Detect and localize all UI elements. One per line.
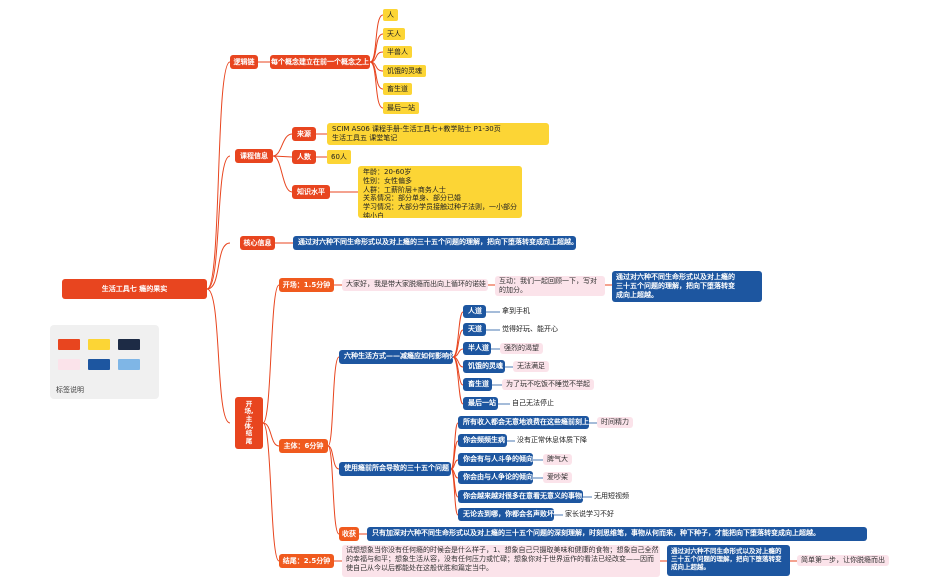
form-desc-2[interactable]: 觉得好玩、能开心 [502,325,558,333]
ending-summary-line-2: 三十五个问题的理解，把向下堕落转变 [671,555,782,564]
ending-line-3: 使自己从今以后都能处在这般优胜和篇定当中。 [346,563,493,572]
interaction-line-2: 的加分。 [499,285,527,294]
knowledge-line-2: 性别：女性偏多 [363,176,412,185]
questions-label[interactable]: 使用瘾前所会导致的三十五个问题 [339,462,451,476]
logic-level-3[interactable]: 半兽人 [383,46,412,58]
knowledge-level-label[interactable]: 知识水平 [292,185,330,199]
root-node[interactable]: 生活工具七 瘾的果实 [62,279,207,299]
question-node-6[interactable]: 无论去到哪，你都会名声败坏 [458,508,554,521]
people-label[interactable]: 人数 [292,150,316,164]
six-forms-label[interactable]: 六种生活方式——减瘾应如何影响你 [339,350,453,364]
form-node-6[interactable]: 最后一站 [463,397,498,410]
source-line-1: SCIM AS06 课程手册-生活工具七+教学贴士 P1-30页 [332,125,501,133]
logic-chain-label[interactable]: 逻辑链 [230,55,258,69]
ending-step[interactable]: 简单第一步，让你脱瘾而出 [797,555,889,566]
logic-chain-statement[interactable]: 每个概念建立在前一个概念之上 [270,55,370,69]
opening-summary-line-1: 通过对六种不同生命形式以及对上瘾的 [616,273,735,281]
legend-swatch-pink [58,359,80,370]
harvest-label[interactable]: 收获 [339,527,359,541]
people-value[interactable]: 60人 [327,150,351,164]
form-desc-5[interactable]: 为了玩不吃饭不睡觉不举起 [502,379,594,390]
opening-summary-line-3: 成向上超越。 [616,290,658,299]
legend-thumbnail[interactable] [50,325,159,399]
source-label[interactable]: 来源 [292,127,316,141]
ending-line-1: 试想想象当你没有任何瘾的时候会是什么样子，1、想象自己只摄取美味和健康的食物；想… [346,546,659,554]
question-note-1[interactable]: 时间精力 [597,417,633,428]
opening-summary[interactable]: 通过对六种不同生命形式以及对上瘾的 三十五个问题的理解，把向下堕落转变 成向上超… [612,271,762,302]
legend-swatch-yellow [88,339,110,350]
question-note-5[interactable]: 无用短视频 [594,492,629,500]
source-line-2: 生活工具五 课堂笔记 [332,133,398,142]
ending-label[interactable]: 结尾：2.5分钟 [279,554,334,568]
core-info-label[interactable]: 核心信息 [240,236,275,250]
form-node-2[interactable]: 天道 [463,323,486,336]
logic-level-2[interactable]: 天人 [383,28,405,40]
logic-level-6[interactable]: 最后一站 [383,102,419,114]
question-node-1[interactable]: 所有收入都会无意地浪费在这些瘾前刻上 [458,416,589,429]
legend-swatch-dark [118,339,140,350]
legend-caption: 标签说明 [56,386,84,394]
opening-interaction[interactable]: 互动：我们一起回顾一下，写对 的加分。 [495,276,605,296]
structure-char-6: 尾 [245,436,253,445]
course-info-label[interactable]: 课程信息 [235,149,273,163]
question-note-2[interactable]: 没有正常休息体质下降 [517,436,587,444]
structure-char-1: 开 [245,399,253,408]
knowledge-line-5: 学习情况：大部分学员接触过种子法则，一小部分纯小白 [363,203,517,218]
form-node-3[interactable]: 半人道 [463,342,491,355]
form-desc-3[interactable]: 强烈的渴望 [500,343,543,354]
ending-text[interactable]: 试想想象当你没有任何瘾的时候会是什么样子，1、想象自己只摄取美味和健康的食物；想… [342,545,660,577]
core-message[interactable]: 通过对六种不同生命形式以及对上瘾的三十五个问题的理解，把向下堕落转变成向上超越。 [293,236,576,250]
form-node-4[interactable]: 饥饿的灵魂 [463,360,505,373]
structure-char-3: 主 [245,414,253,423]
knowledge-line-4: 关系情况：部分单身、部分已婚 [363,194,461,203]
question-node-5[interactable]: 你会越来越对很多在意看无意义的事物上 [458,490,583,503]
body-label[interactable]: 主体：6分钟 [279,439,328,453]
ending-summary-line-1: 通过对六种不同生命形式以及对上瘾的 [671,547,782,555]
source-note[interactable]: SCIM AS06 课程手册-生活工具七+教学贴士 P1-30页 生活工具五 课… [327,123,549,145]
structure-char-2: 场, [244,407,254,416]
form-desc-4[interactable]: 无法满足 [513,361,549,372]
question-node-2[interactable]: 你会频频生病 [458,434,507,447]
form-desc-6[interactable]: 自己无法停止 [512,399,554,407]
logic-level-4[interactable]: 饥饿的灵魂 [383,65,426,77]
structure-label[interactable]: 开 场, 主 体, 结 尾 [235,397,263,449]
form-node-5[interactable]: 畜生道 [463,378,492,391]
form-node-1[interactable]: 人道 [463,305,486,318]
knowledge-line-3: 人群：工薪阶层+商务人士 [363,185,446,194]
form-desc-1[interactable]: 拿到手机 [502,307,530,315]
knowledge-level-note[interactable]: 年龄：20-60岁 性别：女性偏多 人群：工薪阶层+商务人士 关系情况：部分单身… [358,166,522,218]
legend-swatch-blue [88,359,110,370]
opening-summary-line-2: 三十五个问题的理解，把向下堕落转变 [616,281,735,290]
structure-char-5: 结 [245,429,253,438]
structure-char-4: 体, [244,422,254,430]
question-node-4[interactable]: 你会由与人争论的倾向 [458,471,533,484]
question-note-4[interactable]: 爱吵架 [543,472,572,483]
ending-line-2: 的幸福与和平；想象生活从容，没有任何压力或忙碌；想象你对于世界运作的看法已经改变… [346,554,654,563]
ending-summary[interactable]: 通过对六种不同生命形式以及对上瘾的 三十五个问题的理解，把向下堕落转变 成向上超… [667,545,790,576]
logic-level-5[interactable]: 畜生道 [383,83,412,95]
interaction-line-1: 互动：我们一起回顾一下，写对 [499,277,597,285]
logic-level-1[interactable]: 人 [383,9,398,21]
opening-intro[interactable]: 大家好，我是带大家脱瘾而出向上循环的诺娃 [342,279,488,291]
legend-swatch-red [58,339,80,350]
opening-label[interactable]: 开场：1.5分钟 [279,278,334,292]
question-note-3[interactable]: 脾气大 [543,454,572,465]
ending-summary-line-3: 成向上超越。 [671,563,710,572]
harvest-message[interactable]: 只有加深对六种不同生命形式以及对上瘾的三十五个问题的深刻理解，时刻思维笔，事物从… [367,527,867,541]
question-node-3[interactable]: 你会有与人斗争的倾向 [458,453,533,466]
question-note-6[interactable]: 家长说学习不好 [565,510,614,518]
legend-swatch-lightblue [118,359,140,370]
knowledge-line-1: 年龄：20-60岁 [363,168,412,176]
